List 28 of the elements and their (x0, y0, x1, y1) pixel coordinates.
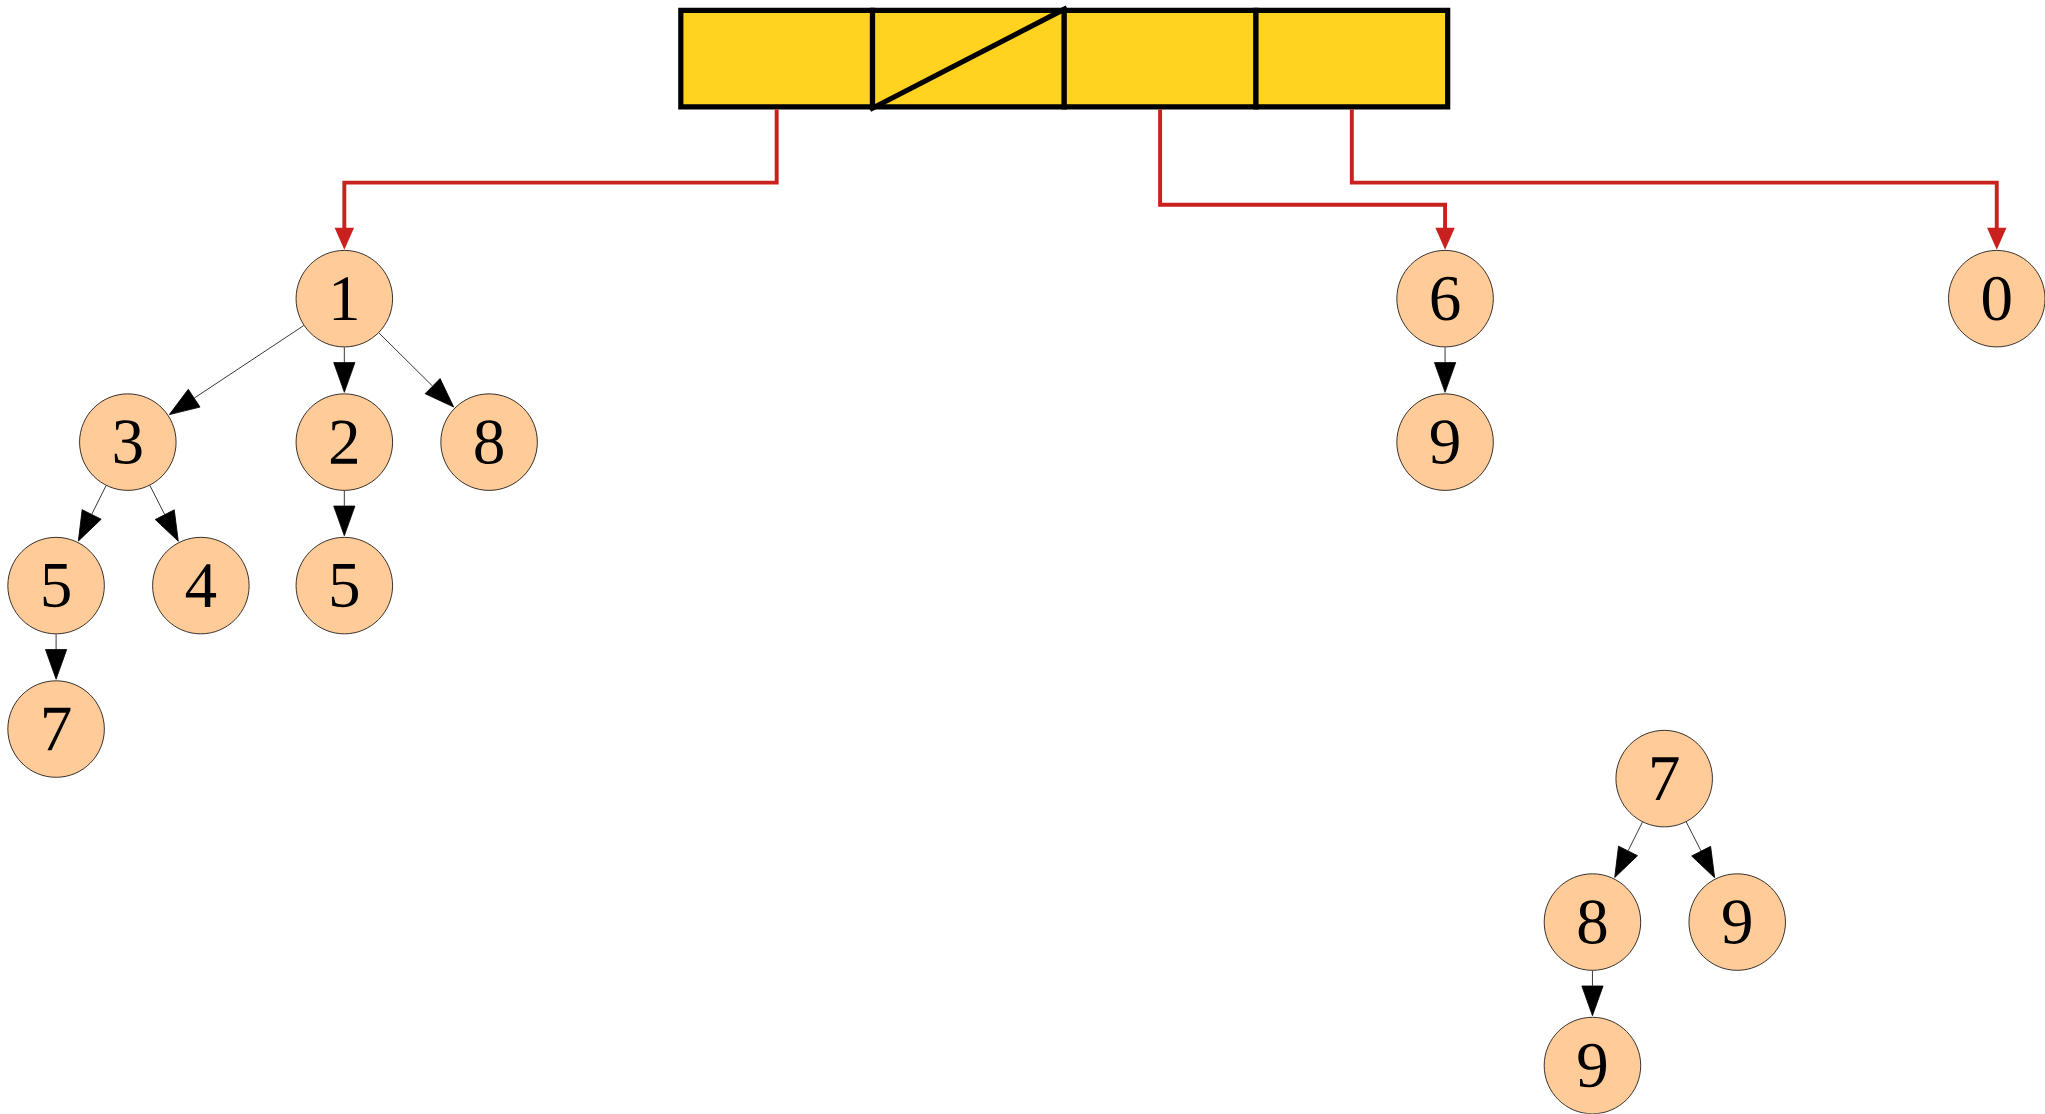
tree-node: 7 (7, 680, 105, 778)
arrow (1581, 970, 1604, 1017)
null-array-cell (868, 5, 1069, 112)
arrow (1434, 347, 1457, 393)
tree-node: 6 (1396, 250, 1494, 348)
tree-node: 4 (152, 537, 250, 635)
tree-node: 7 (1615, 730, 1713, 828)
tree-node: 9 (1396, 393, 1494, 491)
tree-node: 9 (1688, 873, 1786, 971)
arrow (333, 347, 356, 393)
tree-node: 5 (7, 537, 105, 635)
tree-node: 8 (440, 393, 538, 491)
arrow (378, 332, 455, 408)
arrow (45, 633, 68, 680)
arrow (168, 325, 305, 416)
tree-node: 3 (79, 393, 177, 491)
tree-node: 5 (295, 537, 393, 635)
tree-node: 2 (295, 393, 393, 491)
arrow (149, 485, 179, 542)
arrow (333, 490, 356, 537)
array-cell (1253, 7, 1451, 110)
tree-node: 8 (1543, 873, 1642, 971)
tree-node: 9 (1543, 1017, 1642, 1114)
arrow (1614, 821, 1643, 878)
arrow (78, 485, 107, 542)
arrow (1685, 821, 1715, 879)
tree-node: 0 (1948, 250, 2045, 348)
tree-node: 1 (295, 250, 393, 348)
